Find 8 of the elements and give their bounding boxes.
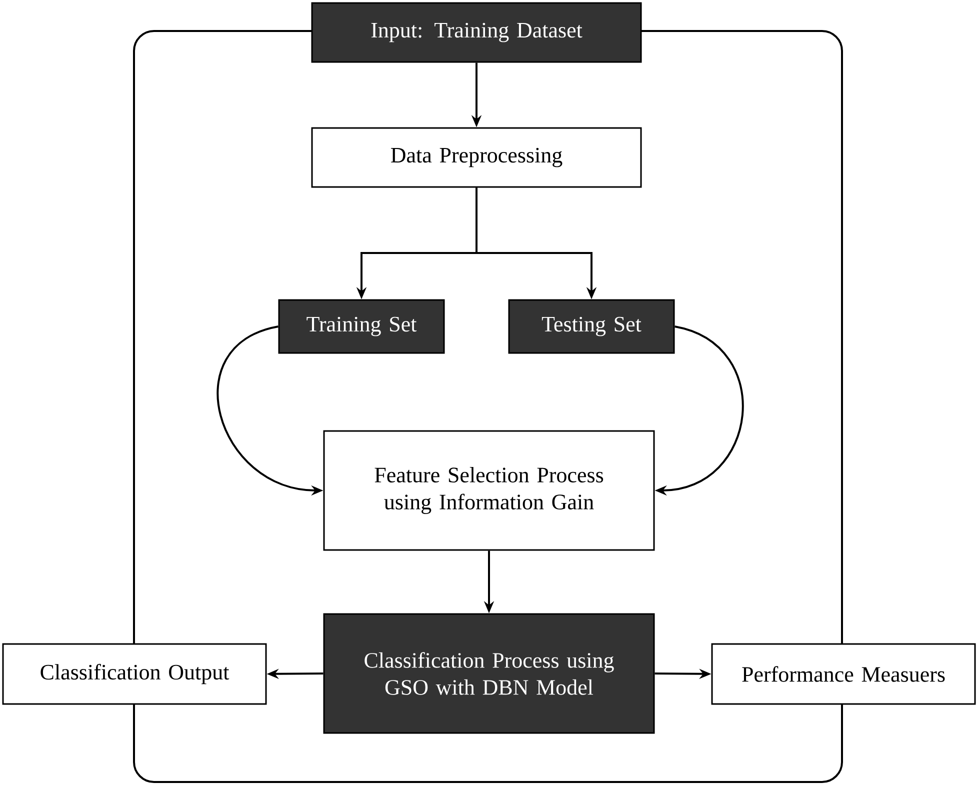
process-box: Performance Measuers	[711, 643, 976, 705]
process-box: Testing Set	[508, 299, 675, 354]
process-box: Classification Output	[2, 643, 267, 705]
process-box: Feature Selection Process using Information Gain	[323, 430, 655, 551]
process-box: Input: Training Dataset	[311, 2, 642, 63]
process-box: Training Set	[278, 299, 445, 354]
process-box: Classification Process using GSO with DBN Model	[323, 613, 655, 734]
process-box: Data Preprocessing	[311, 127, 642, 188]
